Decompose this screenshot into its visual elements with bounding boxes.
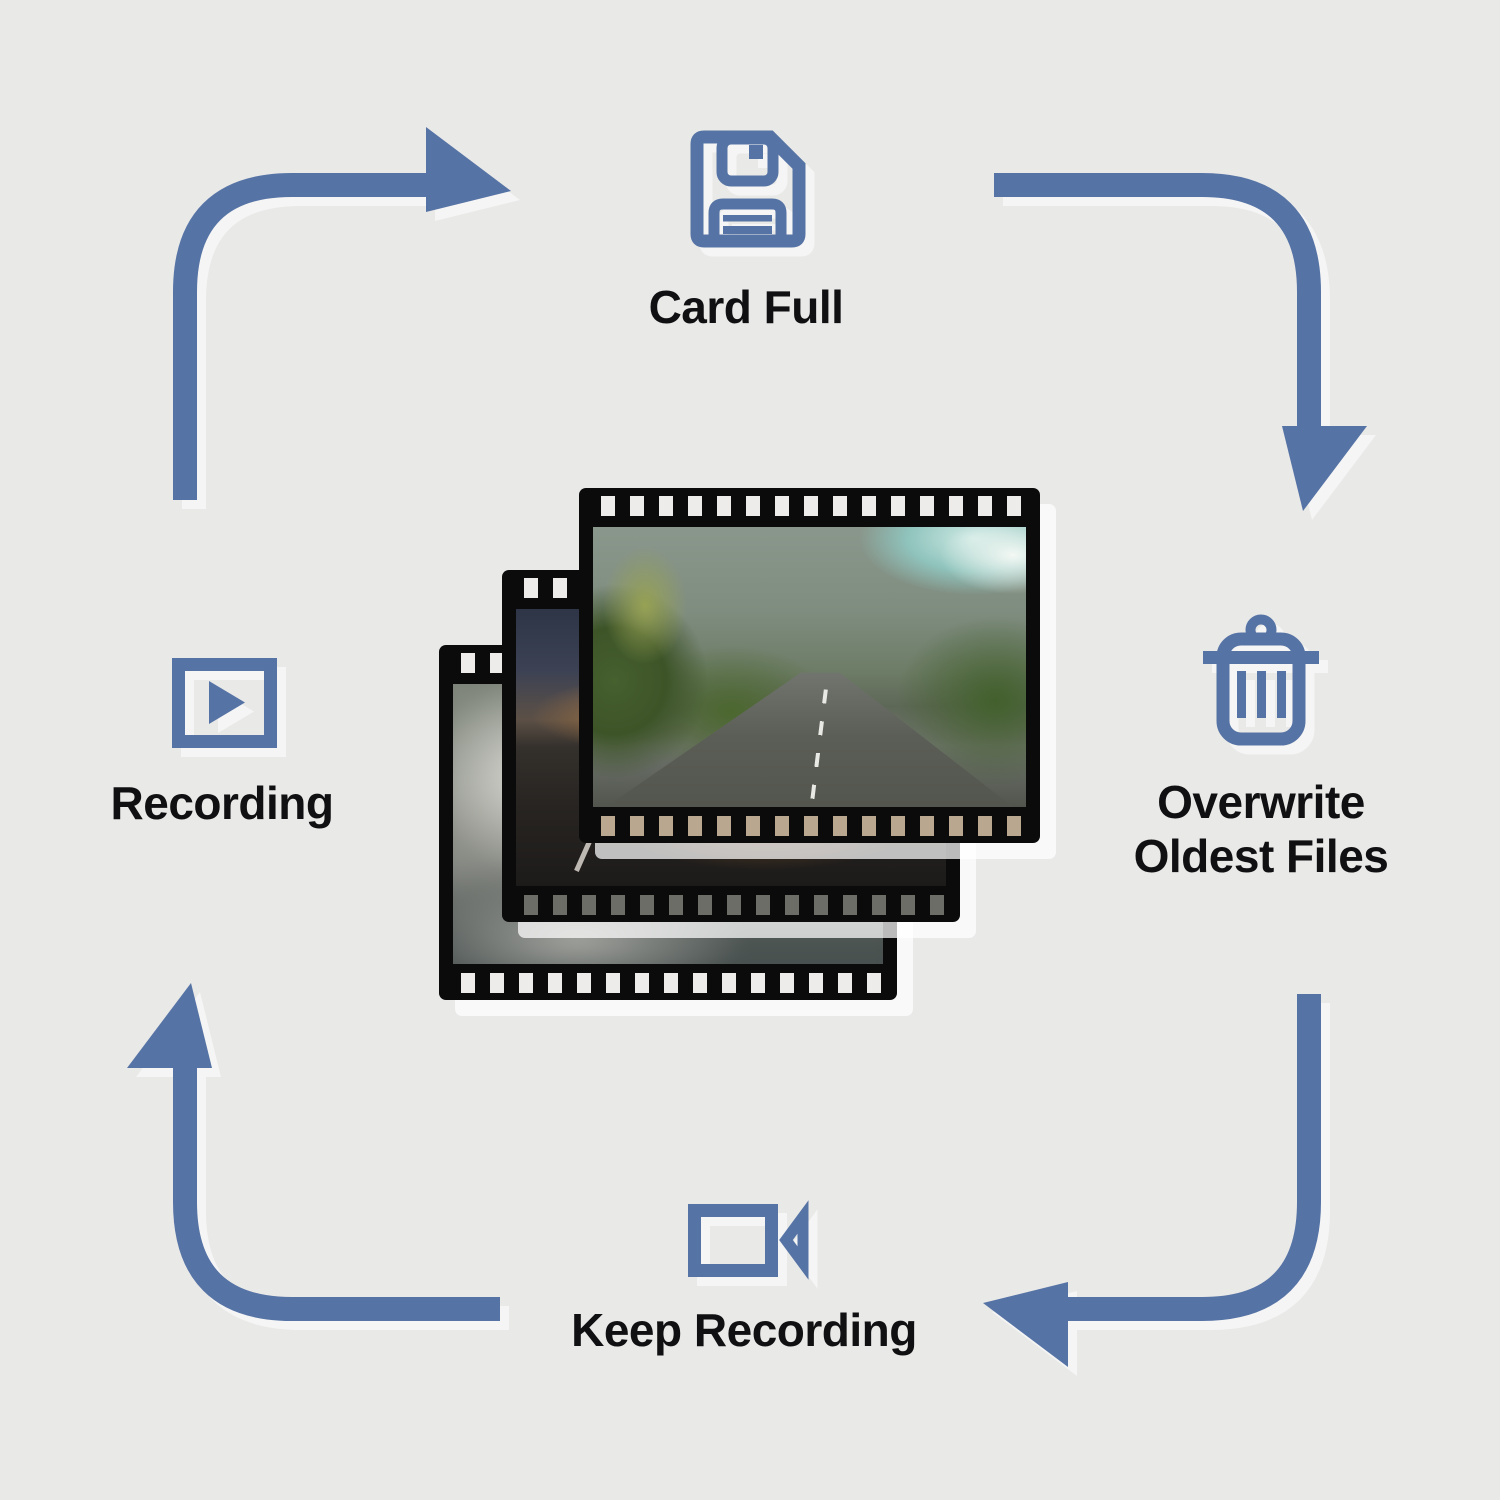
label-keep-recording: Keep Recording xyxy=(571,1304,917,1356)
cycle-arrow-bottom-right xyxy=(983,994,1309,1367)
cycle-arrow-top-right xyxy=(994,185,1367,511)
film-frame-front xyxy=(579,488,1040,843)
label-recording: Recording xyxy=(110,777,334,829)
label-card-full: Card Full xyxy=(648,281,844,333)
film-sprockets xyxy=(593,816,1026,836)
film-sprockets xyxy=(516,895,946,915)
floppy-disk-icon xyxy=(690,130,806,248)
trash-icon xyxy=(1203,614,1319,746)
video-camera-icon xyxy=(688,1200,809,1280)
cycle-arrow-top-left xyxy=(185,127,511,500)
label-line: Oldest Files xyxy=(1133,830,1389,882)
film-sprockets xyxy=(453,973,883,993)
road-photo-mountain xyxy=(593,527,1026,807)
film-sprockets xyxy=(593,496,1026,516)
play-icon xyxy=(172,658,277,748)
label-line: Overwrite xyxy=(1157,776,1365,828)
cycle-arrow-bottom-left xyxy=(127,983,500,1309)
label-overwrite-oldest-files: Overwrite Oldest Files xyxy=(1134,775,1389,883)
